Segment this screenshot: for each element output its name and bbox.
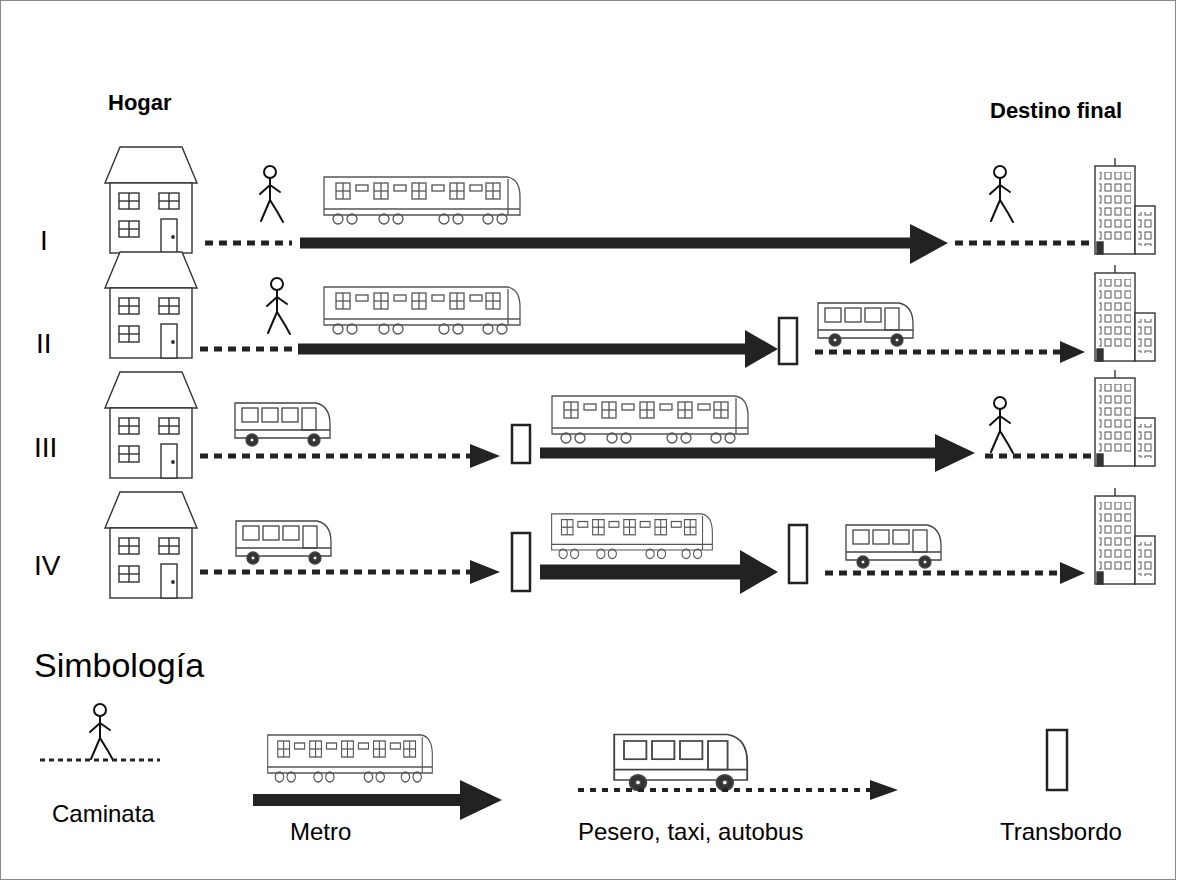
legend-heading: Simbología [34, 646, 204, 685]
home-heading: Hogar [108, 90, 172, 115]
route-number: IV [34, 550, 60, 582]
route-rows [105, 147, 1155, 598]
legend-text: Pesero, taxi, autobus [578, 818, 803, 846]
legend-samples [40, 704, 1067, 820]
legend-text: Caminata [52, 800, 155, 828]
route-number: III [34, 432, 57, 464]
route-number: II [36, 328, 52, 360]
route-number: I [40, 225, 48, 257]
legend-text: Transbordo [1000, 818, 1122, 846]
legend-text: Metro [290, 818, 351, 846]
destination-heading: Destino final [990, 98, 1122, 123]
